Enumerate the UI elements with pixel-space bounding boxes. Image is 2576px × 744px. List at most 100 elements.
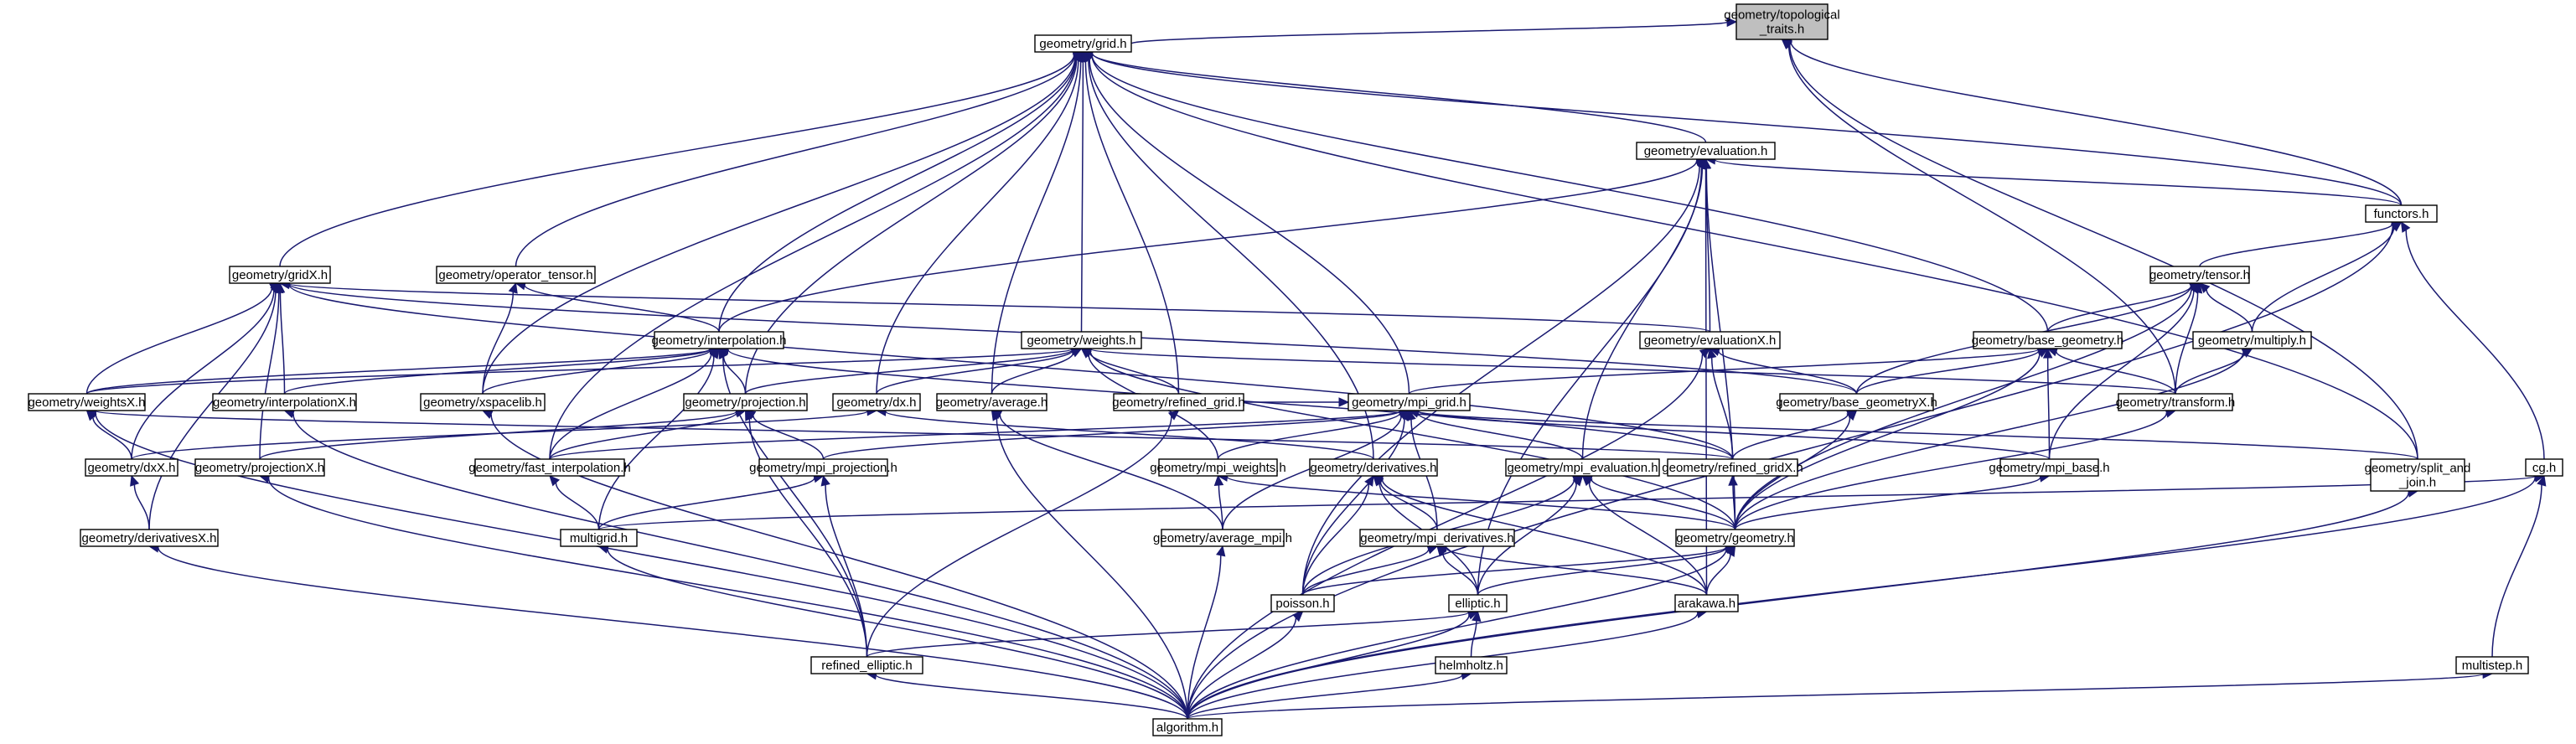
node-grid[interactable]: geometry/grid.h [1034,34,1132,53]
node-label: algorithm.h [1156,721,1218,735]
node-box [1161,529,1285,547]
node-refined-gridX[interactable]: geometry/refined_gridX.h [1662,458,1803,477]
node-multigrid[interactable]: multigrid.h [560,529,638,547]
edge-dxX-to-dx [131,406,878,460]
node-fast-interpolation[interactable]: geometry/fast_interpolation.h [468,458,631,477]
edge-algorithm-to-geometry [1187,544,1736,720]
node-mpi-weights[interactable]: geometry/mpi_weights.h [1150,458,1286,477]
node-box [1435,656,1508,674]
edge-base_geometry-to-grid [1082,49,2049,333]
node-dxX[interactable]: geometry/dxX.h [85,458,178,477]
node-label: geometry/interpolation.h [652,333,787,348]
node-elliptic[interactable]: elliptic.h [1448,594,1508,612]
node-label: geometry/base_geometry.h [1972,333,2124,348]
edge-algorithm-to-split_and_join [1187,488,2419,720]
node-label: geometry/dx.h [836,395,916,410]
node-average[interactable]: geometry/average.h [936,393,1047,411]
node-interpolationX[interactable]: geometry/interpolationX.h [212,393,357,411]
node-mpi-projection[interactable]: geometry/mpi_projection.h [749,458,897,477]
node-label: geometry/xspacelib.h [423,395,542,410]
node-split-and-join[interactable]: geometry/split_and_join.h [2365,458,2471,492]
node-xspacelib[interactable]: geometry/xspacelib.h [420,393,546,411]
node-label: poisson.h [1275,597,1329,611]
edge-algorithm-to-average [991,409,1188,720]
node-algorithm[interactable]: algorithm.h [1152,718,1223,736]
edge-cg-to-functors [2400,220,2545,460]
edge-refined_elliptic-to-projection [744,409,868,658]
edge-xspacelib-to-operator_tensor [482,282,518,395]
node-poisson[interactable]: poisson.h [1270,594,1335,612]
edge-functors-to-topo [1781,37,2403,206]
node-interpolation[interactable]: geometry/interpolation.h [652,331,787,349]
node-label: geometry/weightsX.h [28,395,145,410]
node-box [194,458,325,477]
node-label: elliptic.h [1455,597,1500,611]
edge-transform-to-base_geometry [2046,347,2176,395]
node-box [654,331,784,349]
node-functors[interactable]: functors.h [2365,204,2438,223]
node-label: geometry/evaluation.h [1644,144,1768,158]
node-label: geometry/split_and [2365,462,2471,476]
node-average-mpi[interactable]: geometry/average_mpi.h [1153,529,1292,547]
node-mpi-base[interactable]: geometry/mpi_base.h [1989,458,2110,477]
node-gridX[interactable]: geometry/gridX.h [229,266,331,284]
node-box [936,393,1047,411]
node-derivatives[interactable]: geometry/derivatives.h [1309,458,1438,477]
node-projectionX[interactable]: geometry/projectionX.h [194,458,325,477]
node-label: geometry/interpolationX.h [213,395,356,410]
node-box [85,458,178,477]
node-weights[interactable]: geometry/weights.h [1021,331,1142,349]
node-derivativesX[interactable]: geometry/derivativesX.h [80,529,219,547]
edge-multigrid-to-mpi_projection [597,473,825,530]
node-box [474,458,625,477]
edge-transform-to-topo [1781,39,2176,395]
node-cg[interactable]: cg.h [2525,458,2563,477]
node-projection[interactable]: geometry/projection.h [683,393,808,411]
edge-base_geometryX-to-evaluationX [1709,346,1858,395]
node-mpi-evaluation[interactable]: geometry/mpi_evaluation.h [1505,458,1660,477]
node-box [560,529,638,547]
node-box [1347,393,1471,411]
edge-weightsX-to-interpolation [85,344,721,395]
node-evaluation[interactable]: geometry/evaluation.h [1636,142,1776,160]
node-multistep[interactable]: multistep.h [2455,656,2529,674]
node-refined-grid[interactable]: geometry/refined_grid.h [1112,393,1245,411]
edge-interpolationX-to-gridX [275,282,286,395]
node-multiply[interactable]: geometry/multiply.h [2192,331,2312,349]
node-geometry[interactable]: geometry/geometry.h [1675,529,1795,547]
node-box [2118,393,2233,411]
node-helmholtz[interactable]: helmholtz.h [1435,656,1508,674]
node-label: _traits.h [1759,23,1804,37]
node-arakawa[interactable]: arakawa.h [1674,594,1739,612]
edge-helmholtz-to-elliptic [1470,610,1482,658]
node-refined-elliptic[interactable]: refined_elliptic.h [810,656,923,674]
node-mpi-grid[interactable]: geometry/mpi_grid.h [1347,393,1471,411]
node-mpi-derivatives[interactable]: geometry/mpi_derivatives.h [1359,529,1515,547]
node-operator-tensor[interactable]: geometry/operator_tensor.h [436,266,596,284]
node-label: geometry/derivatives.h [1311,461,1437,475]
node-tensor[interactable]: geometry/tensor.h [2149,266,2250,284]
edge-mpi_derivatives-to-derivatives [1373,475,1438,530]
node-base-geometry[interactable]: geometry/base_geometry.h [1972,331,2124,349]
node-label: geometry/mpi_derivatives.h [1360,531,1513,545]
node-topo[interactable]: geometry/topological_traits.h [1724,3,1840,40]
edge-weights-to-grid [1078,50,1089,333]
node-label: geometry/weights.h [1027,333,1135,348]
node-transform[interactable]: geometry/transform.h [2116,393,2236,411]
node-label: geometry/transform.h [2116,395,2236,410]
edge-multistep-to-cg [2491,474,2547,658]
node-box [2149,266,2250,284]
edge-algorithm-to-evaluationX [1187,348,1711,720]
node-base-geometryX[interactable]: geometry/base_geometryX.h [1776,393,1937,411]
edge-average_mpi-to-mpi_weights [1213,474,1224,530]
edge-arakawa-to-evaluation [1700,158,1711,596]
node-box [1505,458,1660,477]
node-weightsX[interactable]: geometry/weightsX.h [28,393,146,411]
node-dx[interactable]: geometry/dx.h [832,393,921,411]
node-box [1021,331,1142,349]
node-evaluationX[interactable]: geometry/evaluationX.h [1639,331,1781,349]
node-layer: geometry/topological_traits.h geometry/gr… [28,3,2563,736]
edge-refined_elliptic-to-mpi_projection [820,474,868,658]
node-box [28,393,146,411]
node-box [1636,142,1776,160]
